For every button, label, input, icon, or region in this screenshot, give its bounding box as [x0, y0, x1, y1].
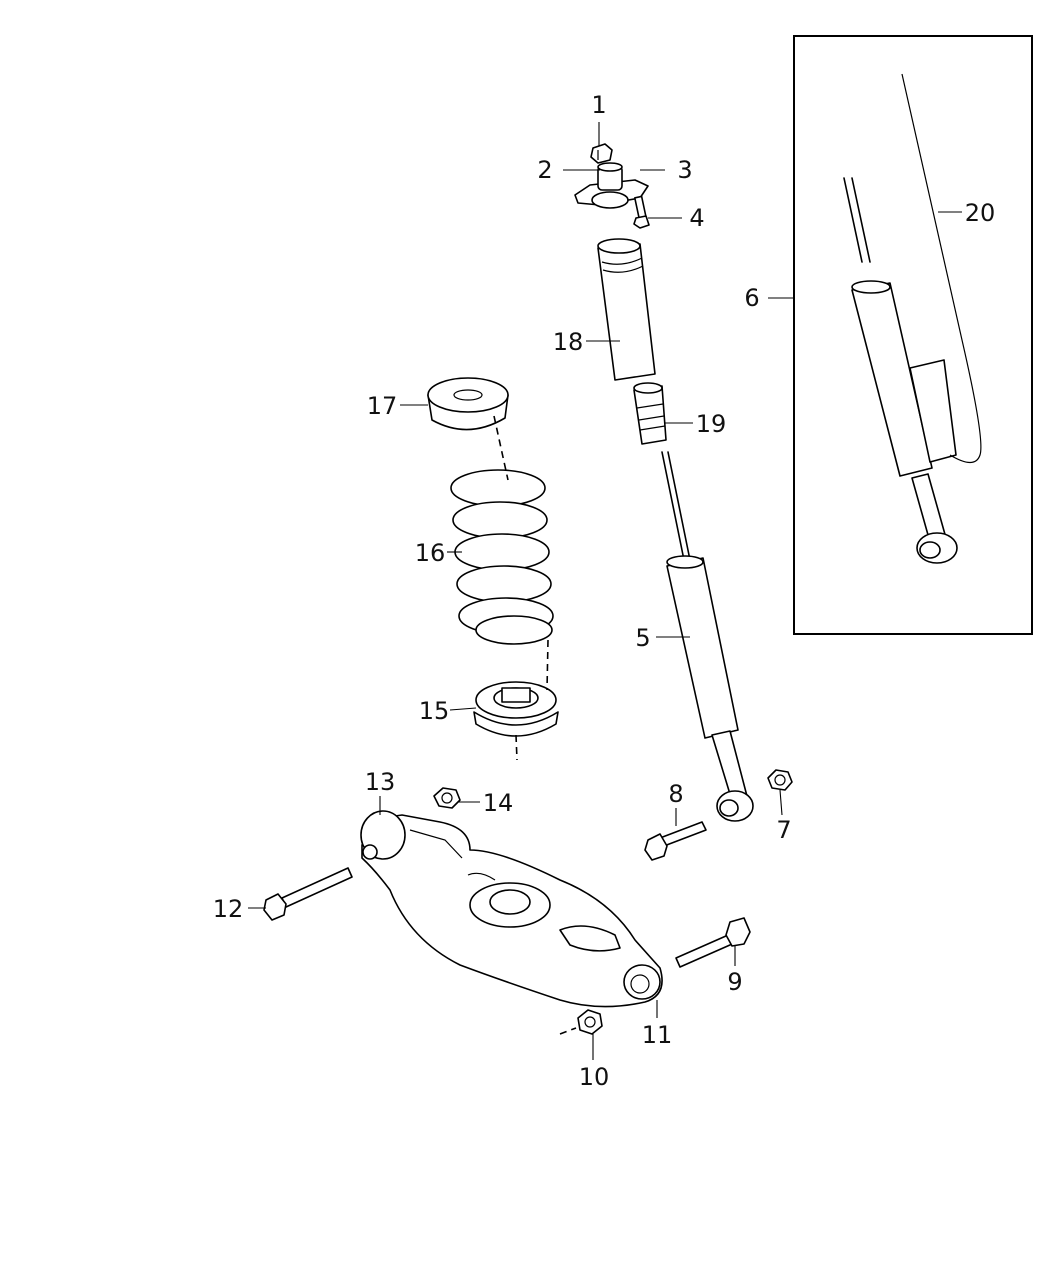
- part-12-bolt: [263, 867, 353, 921]
- callout-20: 20: [965, 199, 996, 227]
- callout-8: 8: [668, 780, 683, 808]
- assembly-centerline: [493, 415, 549, 761]
- callout-2: 2: [537, 156, 552, 184]
- callout-12: 12: [213, 895, 244, 923]
- callout-16: 16: [415, 539, 446, 567]
- part-9-bolt: [675, 917, 751, 968]
- part-6-shock-with-sensor: [843, 177, 958, 564]
- part-7-nut: [767, 769, 793, 791]
- part-5-shock-absorber: [661, 451, 754, 822]
- callout-19: 19: [696, 410, 727, 438]
- part-18-dust-boot: [597, 238, 656, 381]
- callout-14: 14: [483, 789, 514, 817]
- callout-18: 18: [553, 328, 584, 356]
- callout-17: 17: [367, 392, 398, 420]
- callout-4: 4: [689, 204, 704, 232]
- leader-lines: [248, 122, 962, 1060]
- inset-box: [793, 35, 1033, 635]
- callout-11: 11: [642, 1021, 673, 1049]
- part-4-bolt: [633, 195, 650, 229]
- part-10-nut: [559, 1009, 603, 1035]
- callout-15: 15: [419, 697, 450, 725]
- part-19-bump-stop: [633, 382, 667, 445]
- part-16-coil-spring: [450, 469, 554, 645]
- part-14-nut: [433, 787, 461, 809]
- callout-7: 7: [776, 816, 791, 844]
- part-1-nut: [590, 143, 613, 164]
- callout-3: 3: [677, 156, 692, 184]
- callout-13: 13: [365, 768, 396, 796]
- callout-6: 6: [744, 284, 759, 312]
- callout-labels: 1 2 3 4 5 6 7 8 9 10 11 12 13 14 15 16 1…: [213, 91, 996, 1091]
- callout-9: 9: [727, 968, 742, 996]
- callout-10: 10: [579, 1063, 610, 1091]
- part-13-lower-control-arm: [360, 810, 663, 1008]
- callout-1: 1: [591, 91, 606, 119]
- part-15-lower-spring-seat: [473, 681, 559, 737]
- part-20-sensor-wire: [901, 73, 982, 464]
- part-17-upper-spring-seat: [427, 377, 509, 431]
- part-8-bolt: [644, 821, 707, 861]
- callout-5: 5: [635, 624, 650, 652]
- part-2-3-upper-mount: [574, 162, 649, 209]
